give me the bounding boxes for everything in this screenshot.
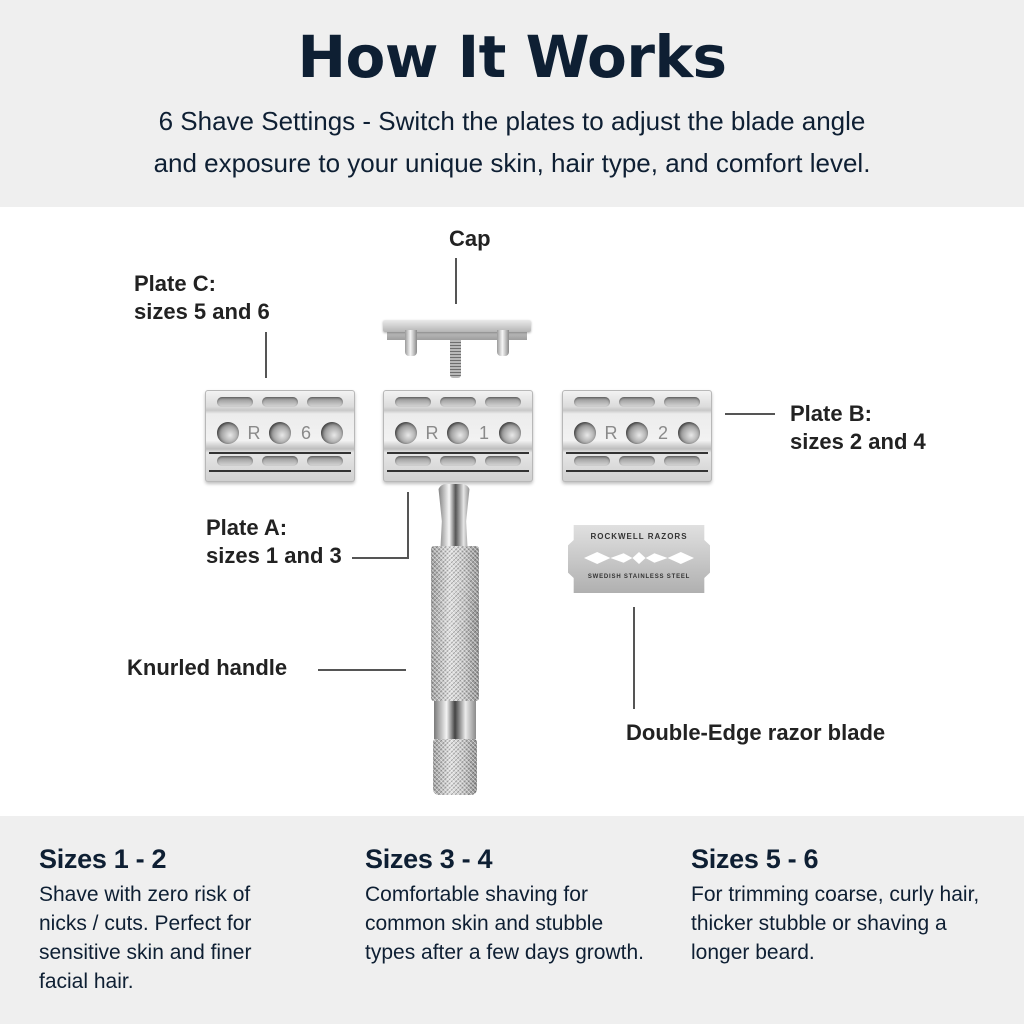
- plate-slots-top: [395, 397, 521, 407]
- plate-b-sizes: sizes 2 and 4: [790, 429, 926, 454]
- sizes-1-2-title: Sizes 1 - 2: [39, 844, 167, 874]
- plate-setting-mark: 6: [300, 422, 311, 443]
- plate-c-image: R 6: [205, 390, 355, 482]
- plate-slots-top: [217, 397, 343, 407]
- sizes-5-6-description: For trimming coarse, curly hair, thicker…: [691, 883, 980, 964]
- plate-hole: [321, 422, 343, 444]
- sizes-3-4-title: Sizes 3 - 4: [365, 844, 493, 874]
- plate-setting-mark: 2: [657, 422, 668, 443]
- sizes-5-6-title: Sizes 5 - 6: [691, 844, 819, 874]
- handle-neck: [438, 484, 470, 546]
- sizes-3-4-description: Comfortable shaving for common skin and …: [365, 883, 644, 964]
- blade-center-cutout: [584, 552, 694, 564]
- handle-leader-line: [318, 669, 406, 671]
- plate-hole: [499, 422, 521, 444]
- plate-b-image: R 2: [562, 390, 712, 482]
- blade-brand-text: ROCKWELL RAZORS: [590, 532, 688, 541]
- plate-groove: [566, 452, 708, 454]
- cap-body: [387, 330, 527, 340]
- plate-hole: [626, 422, 648, 444]
- cap-leader-line: [455, 258, 457, 304]
- sizes-1-2-column: Sizes 1 - 2 Shave with zero risk of nick…: [39, 842, 339, 996]
- blade-label: Double-Edge razor blade: [626, 720, 886, 745]
- plate-slots-top: [574, 397, 700, 407]
- plate-groove: [387, 470, 529, 472]
- plate-groove: [566, 470, 708, 472]
- plate-a-leader-line-h: [352, 557, 409, 559]
- plate-a-title: Plate A:: [206, 515, 288, 540]
- subtitle-line-1: 6 Shave Settings - Switch the plates to …: [158, 106, 866, 136]
- plate-mid-row: R 1: [395, 419, 521, 447]
- plate-hole: [269, 422, 291, 444]
- plate-hole: [217, 422, 239, 444]
- plate-a-sizes: sizes 1 and 3: [206, 543, 342, 568]
- plate-slots-bottom: [217, 456, 343, 466]
- cap-top-bar: [383, 320, 531, 332]
- handle-knurl-main: [431, 546, 479, 701]
- plate-b-title: Plate B:: [790, 401, 872, 426]
- plate-groove: [209, 470, 351, 472]
- sizes-1-2-description: Shave with zero risk of nicks / cuts. Pe…: [39, 883, 252, 993]
- subtitle-line-2: and exposure to your unique skin, hair t…: [153, 148, 871, 178]
- plate-brand-mark: R: [604, 422, 618, 443]
- handle-knurl-base: [433, 739, 477, 795]
- plate-mid-row: R 2: [574, 419, 700, 447]
- plate-b-leader-line: [725, 413, 775, 415]
- handle-label: Knurled handle: [127, 655, 288, 680]
- plate-mid-row: R 6: [217, 419, 343, 447]
- razor-blade-image: ROCKWELL RAZORS SWEDISH STAINLESS STEEL: [568, 525, 710, 593]
- page-subtitle: 6 Shave Settings - Switch the plates to …: [40, 100, 984, 184]
- plate-slots-bottom: [574, 456, 700, 466]
- header-band: How It Works 6 Shave Settings - Switch t…: [0, 0, 1024, 207]
- plate-c-sizes: sizes 5 and 6: [134, 299, 270, 324]
- sizes-5-6-column: Sizes 5 - 6 For trimming coarse, curly h…: [691, 842, 991, 967]
- plate-hole: [678, 422, 700, 444]
- plate-groove: [209, 452, 351, 454]
- razor-exploded-diagram: [0, 207, 1024, 816]
- plate-slots-bottom: [395, 456, 521, 466]
- cap-pin: [405, 330, 417, 356]
- plate-groove: [387, 452, 529, 454]
- plate-c-title: Plate C:: [134, 271, 216, 296]
- plate-a-image: R 1: [383, 390, 533, 482]
- plate-b-label: Plate B: sizes 2 and 4: [790, 400, 926, 456]
- sizes-band: Sizes 1 - 2 Shave with zero risk of nick…: [0, 816, 1024, 1024]
- plate-c-label: Plate C: sizes 5 and 6: [134, 270, 270, 326]
- knurled-handle-image: [428, 484, 482, 798]
- blade-leader-line: [633, 607, 635, 709]
- plate-c-leader-line: [265, 332, 267, 378]
- plate-a-label: Plate A: sizes 1 and 3: [206, 514, 342, 570]
- plate-a-leader-line-v: [407, 492, 409, 559]
- plate-brand-mark: R: [247, 422, 261, 443]
- plate-hole: [574, 422, 596, 444]
- razor-cap-image: [383, 320, 531, 380]
- plate-hole: [447, 422, 469, 444]
- plate-hole: [395, 422, 417, 444]
- page-title: How It Works: [297, 23, 727, 91]
- plate-brand-mark: R: [425, 422, 439, 443]
- cap-pin: [497, 330, 509, 356]
- cap-screw: [450, 340, 461, 378]
- blade-material-text: SWEDISH STAINLESS STEEL: [587, 574, 691, 580]
- sizes-3-4-column: Sizes 3 - 4 Comfortable shaving for comm…: [365, 842, 665, 967]
- handle-collar: [434, 701, 476, 739]
- cap-label: Cap: [449, 226, 491, 251]
- plate-setting-mark: 1: [478, 422, 489, 443]
